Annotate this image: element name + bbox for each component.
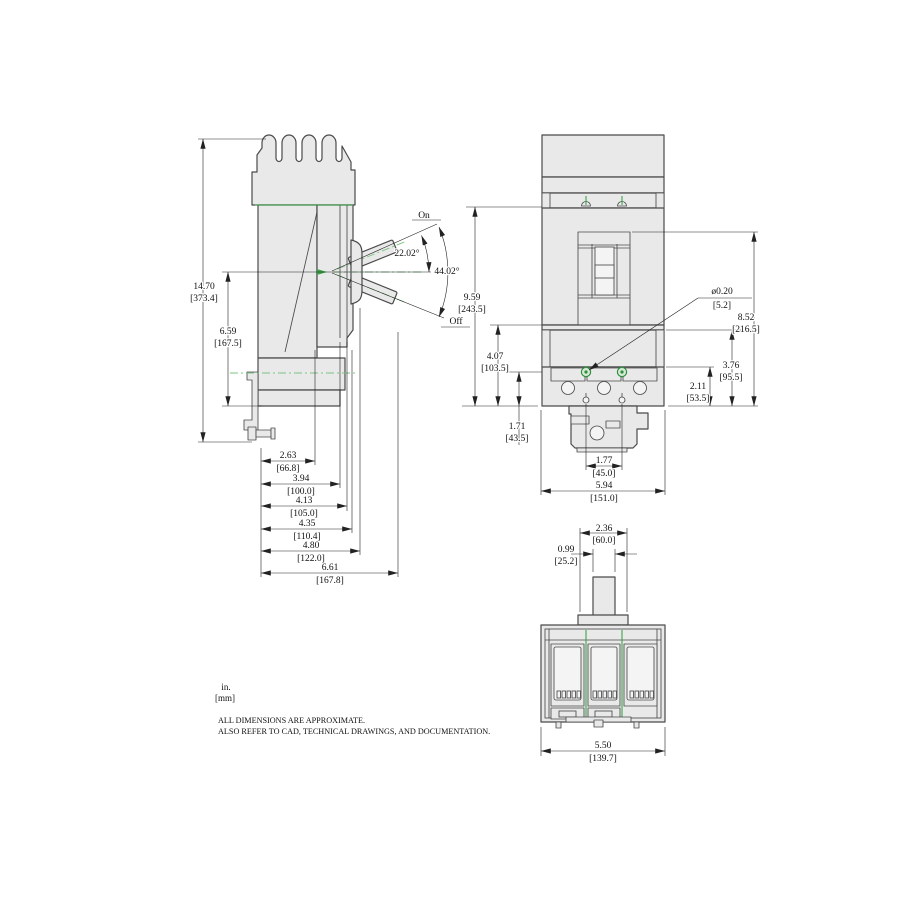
bottom-hook-left	[555, 721, 562, 729]
side-front-plate	[316, 204, 354, 348]
dim-side-depth-overall-in: 6.61	[322, 563, 339, 573]
front-foot-tab-left	[570, 415, 590, 425]
bottom-view-dimensions: 2.36 [60.0] 0.99 [25.2] 5.50 [139.7]	[540, 523, 666, 765]
dim-front-band-height-mm: [53.5]	[687, 394, 710, 404]
dim-front-foot-height-in: 1.71	[509, 422, 526, 432]
side-screw-head	[247, 426, 257, 441]
front-top-tab-left	[541, 192, 551, 209]
note-line-2: ALSO REFER TO CAD, TECHNICAL DRAWINGS, A…	[218, 727, 490, 736]
front-mount-hole-right	[618, 396, 626, 404]
side-screw-collar	[270, 427, 276, 440]
label-handle-off: Off	[449, 316, 463, 327]
bottom-center-tab	[593, 719, 604, 728]
front-foot-tab-right	[605, 420, 621, 429]
front-pole-hole-1	[561, 381, 575, 395]
front-terminal-screw-right-dot	[620, 370, 624, 374]
dim-front-terminal-height-mm: [95.5]	[720, 373, 743, 383]
dim-side-depth1-mm: [66.8]	[277, 464, 300, 474]
front-top-recess	[541, 192, 665, 209]
side-view-dimensions: 14.70 [373.4] 6.59 [167.5] On Off 22.02°…	[189, 138, 470, 587]
bottom-view	[540, 576, 666, 729]
front-lug-1	[550, 367, 586, 382]
dim-side-depth5-mm: [122.0]	[297, 554, 325, 564]
front-top-band	[541, 176, 665, 194]
dim-side-depth5-in: 4.80	[303, 541, 320, 551]
front-lug-3	[622, 367, 658, 382]
bottom-pole-1	[550, 643, 585, 720]
bottom-pole-2	[587, 643, 621, 720]
dim-side-depth3-in: 4.13	[296, 496, 313, 506]
front-lower-tab-right	[655, 329, 665, 368]
dim-front-mounting-hole-mm: [5.2]	[713, 301, 731, 311]
dim-front-mounting-hole-in: ø0.20	[711, 287, 733, 297]
dim-side-total-height-mm: [373.4]	[190, 294, 218, 304]
dim-front-hole-spacing-mm: [45.0]	[593, 469, 616, 479]
dim-front-lower-height-mm: [103.5]	[481, 364, 509, 374]
dim-front-lower-height-in: 4.07	[487, 352, 504, 362]
dim-front-escutcheon-height-mm: [216.5]	[732, 325, 760, 335]
dim-bottom-handle-width-mm: [25.2]	[555, 557, 578, 567]
front-pole-hole-2	[597, 381, 611, 395]
dim-bottom-overall-depth-in: 5.50	[595, 741, 612, 751]
side-bracket	[243, 371, 259, 431]
front-terminal-screw-left-dot	[584, 370, 588, 374]
bottom-handle-neck	[592, 576, 616, 618]
dim-front-overall-width-in: 5.94	[596, 481, 613, 491]
front-top-tab-right	[655, 192, 665, 209]
dim-front-body-height-mm: [243.5]	[458, 305, 486, 315]
front-body-step	[541, 324, 665, 331]
units-secondary: [mm]	[215, 693, 235, 703]
front-foot-hole	[589, 425, 605, 441]
side-view	[230, 134, 424, 441]
note-line-1: ALL DIMENSIONS ARE APPROXIMATE.	[218, 716, 365, 725]
dim-side-centerline-height-mm: [167.5]	[214, 339, 242, 349]
side-base-block	[257, 389, 341, 407]
dim-side-depth2-in: 3.94	[293, 474, 310, 484]
side-lower-block	[257, 357, 346, 391]
dim-side-depth2-mm: [100.0]	[287, 487, 315, 497]
dim-front-hole-spacing-in: 1.77	[596, 456, 613, 466]
drawing-notes: in. [mm] ALL DIMENSIONS ARE APPROXIMATE.…	[215, 682, 490, 736]
dim-bottom-overall-depth-mm: [139.7]	[589, 754, 617, 764]
dim-side-depth1-in: 2.63	[280, 451, 297, 461]
dim-bottom-escutcheon-width-mm: [60.0]	[593, 536, 616, 546]
dim-bottom-escutcheon-width-in: 2.36	[596, 524, 613, 534]
dim-side-depth4-mm: [110.4]	[293, 532, 320, 542]
front-lower-recess	[541, 329, 665, 368]
front-mount-hole-left	[582, 396, 590, 404]
side-screw-shaft	[255, 429, 272, 438]
dim-front-escutcheon-height-in: 8.52	[738, 313, 755, 323]
bottom-hook-right	[633, 721, 640, 729]
front-pole-hole-3	[633, 381, 647, 395]
dim-front-body-height-in: 9.59	[464, 293, 481, 303]
dim-bottom-handle-width-in: 0.99	[558, 545, 575, 555]
dim-angle-on-to-center: 22.02°	[394, 248, 419, 259]
front-foot-lip	[576, 447, 628, 453]
label-handle-on: On	[418, 211, 430, 221]
side-arc-chute	[251, 134, 356, 206]
front-lower-tab-left	[541, 329, 551, 368]
front-view-dimensions: 9.59 [243.5] 4.07 [103.5] 1.71 [43.5] 8.…	[457, 206, 761, 505]
dim-side-depth-overall-mm: [167.8]	[316, 576, 344, 586]
dim-angle-on-to-off: 44.02°	[434, 266, 459, 277]
dim-front-band-height-in: 2.11	[690, 382, 707, 392]
front-handle-grip	[594, 264, 615, 279]
dim-side-total-height-in: 14.70	[193, 282, 215, 292]
dim-front-terminal-height-in: 3.76	[723, 361, 740, 371]
front-view	[541, 134, 665, 453]
dim-front-overall-width-mm: [151.0]	[590, 494, 618, 504]
dim-side-centerline-height-in: 6.59	[220, 327, 237, 337]
dim-front-foot-height-mm: [43.5]	[506, 434, 529, 444]
dim-side-depth4-in: 4.35	[299, 519, 316, 529]
dim-side-depth3-mm: [105.0]	[290, 509, 318, 519]
bottom-escutcheon-plate	[577, 614, 629, 626]
side-case-diagonal	[284, 211, 318, 353]
side-case-back	[257, 204, 318, 359]
front-lug-2	[586, 367, 622, 382]
units-primary: in.	[221, 682, 230, 692]
front-top-block	[541, 134, 665, 178]
bottom-pole-3	[623, 643, 658, 707]
